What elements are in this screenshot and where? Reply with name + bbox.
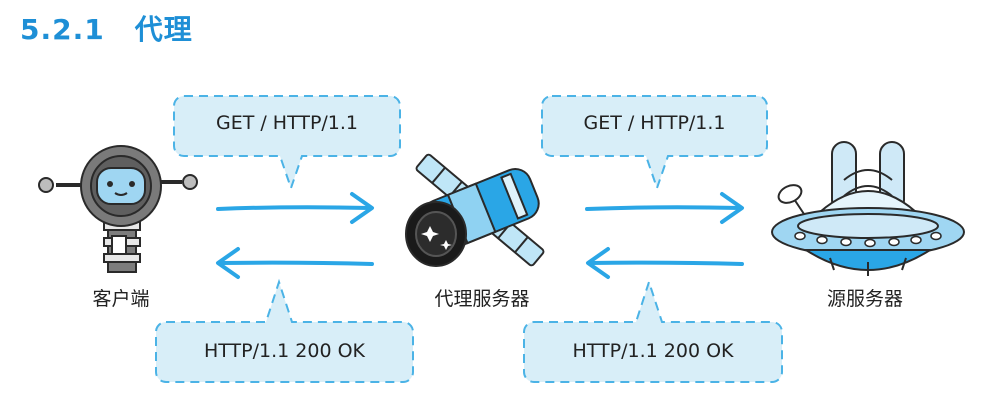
request-arrow-proxy-to-origin: [585, 192, 744, 224]
request-bubble-left: [173, 95, 401, 192]
request-message-left: GET / HTTP/1.1: [215, 112, 359, 134]
proxy-label: 代理服务器: [434, 288, 530, 310]
request-bubble-right: [541, 95, 768, 192]
section-number: 5.2.1: [20, 13, 105, 46]
response-bubble-left: [155, 278, 414, 383]
robot-client-icon: [38, 145, 198, 273]
ufo-origin-icon: [771, 141, 965, 276]
request-message-right: GET / HTTP/1.1: [583, 112, 726, 134]
client-label: 客户端: [92, 288, 150, 310]
response-arrow-proxy-to-client: [216, 247, 374, 279]
satellite-proxy-icon: [405, 153, 545, 267]
origin-label: 源服务器: [826, 288, 903, 310]
response-message-right: HTTP/1.1 200 OK: [572, 340, 734, 362]
request-arrow-client-to-proxy: [216, 192, 374, 224]
response-bubble-right: [523, 278, 783, 383]
section-title: 代理: [134, 13, 193, 46]
response-message-left: HTTP/1.1 200 OK: [204, 340, 365, 362]
response-arrow-origin-to-proxy: [586, 247, 744, 279]
section-heading: 5.2.1 代理: [20, 8, 193, 48]
